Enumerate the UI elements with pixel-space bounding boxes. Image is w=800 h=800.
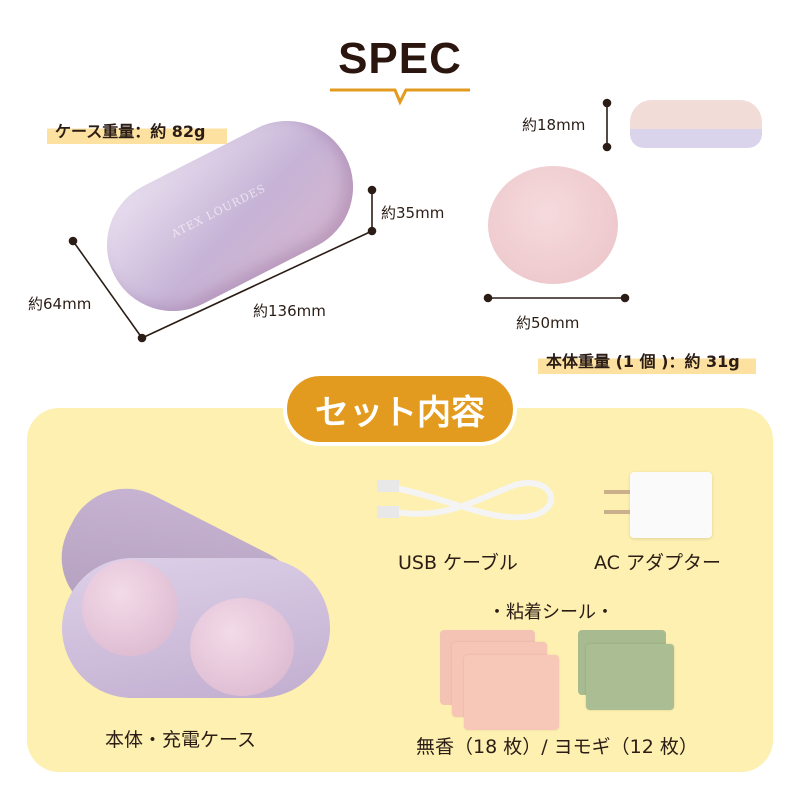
dimension-lines <box>68 88 630 343</box>
case-weight-label: ケース重量：約 82g <box>47 116 227 144</box>
usb-cable-image <box>377 480 555 521</box>
ac-adapter-image <box>630 472 712 538</box>
open-case-image <box>40 468 350 703</box>
body-top-image <box>488 166 618 284</box>
stickers-heading: ・粘着シール・ <box>488 602 614 623</box>
set-contents-badge: セット内容 <box>283 372 517 446</box>
case-item-label: 本体・充電ケース <box>105 729 257 751</box>
ac-adapter-label: AC アダプター <box>594 552 721 574</box>
stickers-label: 無香（18 枚）/ ヨモギ（12 枚） <box>416 736 698 758</box>
mugwort-stickers-image <box>578 630 674 712</box>
case-logo: ATEX LOURDES <box>169 181 269 241</box>
body-diameter-label: 約50mm <box>516 314 580 332</box>
length-line <box>141 230 373 339</box>
spec-title: SPEC <box>338 34 462 83</box>
case-height-label: 約35mm <box>381 204 445 222</box>
title-underline <box>330 88 470 106</box>
unscented-stickers-image <box>440 630 560 730</box>
body-side-image <box>630 100 762 148</box>
depth-line <box>72 240 143 339</box>
usb-cable-label: USB ケーブル <box>398 552 518 574</box>
body-weight-label: 本体重量 (1 個 )：約 31g <box>538 346 756 374</box>
body-thickness-label: 約18mm <box>522 116 586 134</box>
case-length-label: 約136mm <box>253 302 326 320</box>
case-depth-label: 約64mm <box>28 295 92 313</box>
